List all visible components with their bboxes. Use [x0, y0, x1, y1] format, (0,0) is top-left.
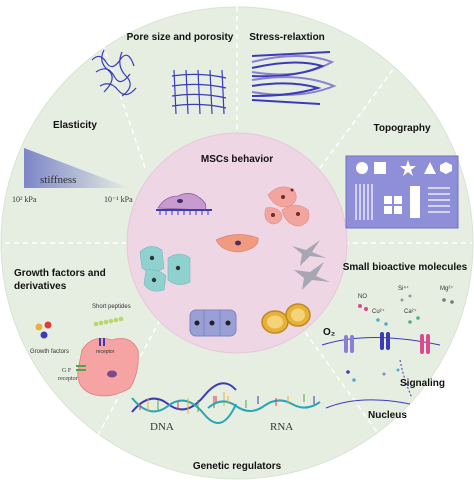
nucleus-label: Nucleus [368, 410, 407, 421]
gf-receptor-caption-line2: receptor [58, 376, 78, 382]
small-molecules-label: Small bioactive molecules [343, 262, 468, 273]
mg-label: Mg²⁺ [440, 285, 454, 292]
receptor-caption: receptor [96, 349, 115, 355]
chondrocyte-cells [189, 309, 237, 337]
peptide-chain-icon [93, 316, 124, 327]
signaling-arrow [399, 359, 413, 399]
stellate-cells [292, 240, 330, 290]
rna-strand-icon [207, 394, 321, 412]
center-title: MSCs behavior [201, 154, 273, 165]
fiber-network-icon [91, 49, 137, 97]
porous-grid-icon [171, 69, 227, 115]
dna-label: DNA [150, 421, 174, 433]
topography-label: Topography [373, 123, 430, 134]
growth-factors-caption: Growth factors [30, 349, 69, 355]
stress-relaxation-label: Stress-relaxtion [249, 32, 325, 43]
membrane-channels [344, 332, 430, 354]
receptor-cell [76, 337, 139, 397]
elongated-cell [215, 234, 259, 253]
adipocyte-cells [261, 303, 311, 334]
growth-factor-molecules [35, 321, 52, 339]
nuclear-envelope [325, 399, 411, 409]
elasticity-label: Elasticity [53, 120, 97, 131]
polygonal-cells [139, 246, 191, 292]
round-cell-cluster [264, 186, 310, 227]
ion-dots [358, 294, 454, 326]
ca-label: Ca²⁺ [404, 308, 417, 315]
rna-label: RNA [270, 421, 293, 433]
gf-receptor-caption-line1: G F [62, 368, 72, 374]
short-peptides-label: Short peptides [92, 304, 131, 310]
topography-patterns-icon [345, 155, 459, 229]
growth-factors-label-line2: derivatives [14, 281, 67, 292]
no-label: NO [358, 294, 367, 300]
stiffness-label: stiffness [40, 174, 76, 186]
si-label: Si⁴⁺ [398, 285, 409, 292]
signaling-label: Signaling [400, 378, 445, 389]
stiffness-low-tick: 10⁻¹ kPa [104, 195, 133, 204]
pore-size-label: Pore size and porosity [127, 32, 234, 43]
growth-factors-label-line1: Growth factors and [14, 268, 106, 279]
spread-cell [156, 193, 212, 215]
stiffness-gradient [24, 148, 130, 188]
stiffness-high-tick: 10² kPa [12, 195, 37, 204]
dna-helix-icon [131, 382, 237, 424]
genetic-regulators-label: Genetic regulators [193, 461, 282, 472]
cu-label: Cu²⁺ [372, 308, 385, 315]
o2-label: O₂ [323, 327, 335, 338]
stress-relaxation-icon [251, 51, 337, 105]
cell-membrane [321, 337, 441, 346]
signal-dots [346, 368, 400, 382]
